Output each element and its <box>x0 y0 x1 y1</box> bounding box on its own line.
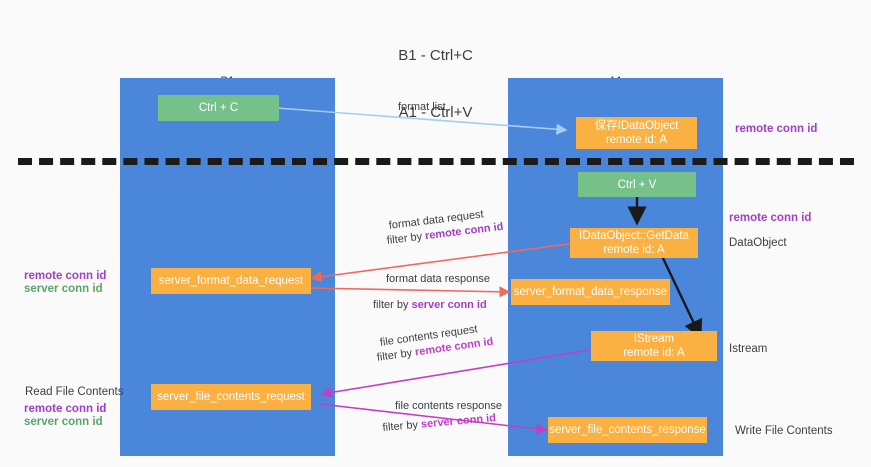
filter-prefix-2: filter by <box>373 299 412 311</box>
edge-label-format-data-response-filter: filter by server conn id <box>373 298 487 312</box>
node-save-idataobject[interactable]: 保存IDataObject remote id: A <box>576 117 697 149</box>
annotation-left-remote-conn-id: remote conn id <box>24 270 107 282</box>
node-ctrl-c[interactable]: Ctrl + C <box>158 95 279 121</box>
node-server-format-data-request[interactable]: server_format_data_request <box>151 268 311 294</box>
annotation-istream: Istream <box>729 343 768 355</box>
edge-label-file-contents-response-filter: filter by server conn id <box>382 411 497 435</box>
node-istream-line-2: remote id: A <box>623 347 685 359</box>
node-idataobject-getdata[interactable]: IDataObject::GetData remote id: A <box>570 228 698 258</box>
filter-prefix-3: filter by <box>376 346 416 364</box>
node-idataobject-getdata-line-1: IDataObject::GetData <box>579 230 689 242</box>
node-server-file-contents-request-label: server_file_contents_request <box>157 391 305 403</box>
node-server-file-contents-response[interactable]: server_file_contents_response <box>548 417 707 443</box>
node-idataobject-getdata-line-2: remote id: A <box>603 244 665 256</box>
node-save-idataobject-line-1: 保存IDataObject <box>594 120 679 132</box>
node-server-file-contents-request[interactable]: server_file_contents_request <box>151 384 311 410</box>
annotation-left-server-conn-id: server conn id <box>24 283 103 295</box>
node-istream-line-1: IStream <box>633 333 675 345</box>
node-istream[interactable]: IStream remote id: A <box>591 331 717 361</box>
node-server-format-data-response-label: server_format_data_response <box>513 286 668 298</box>
filter-prefix-4: filter by <box>382 418 422 434</box>
edge-label-file-contents-response: file contents response <box>395 400 503 412</box>
annotation-read-file-contents: Read File Contents <box>25 386 124 398</box>
node-server-file-contents-response-label: server_file_contents_response <box>549 424 706 436</box>
edge-label-format-list: format list <box>398 101 446 113</box>
node-server-format-data-request-label: server_format_data_request <box>158 275 304 287</box>
annotation-left-server-conn-id-2: server conn id <box>24 416 103 428</box>
edge-format-data-response <box>309 286 511 298</box>
annotation-remote-conn-id-top: remote conn id <box>735 123 818 135</box>
annotation-dataobject: DataObject <box>729 237 787 249</box>
annotation-write-file-contents: Write File Contents <box>735 425 833 437</box>
title-line-1: B1 - Ctrl+C <box>398 47 473 64</box>
node-ctrl-c-label: Ctrl + C <box>198 102 239 114</box>
node-save-idataobject-line-2: remote id: A <box>605 134 668 146</box>
node-server-format-data-response[interactable]: server_format_data_response <box>511 279 670 305</box>
filter-value-4: server conn id <box>420 412 497 431</box>
annotation-remote-conn-id-mid: remote conn id <box>729 212 812 224</box>
phase-divider <box>18 158 854 165</box>
filter-prefix-1: filter by <box>386 230 426 247</box>
filter-value-2: server conn id <box>411 299 487 311</box>
node-ctrl-v-label: Ctrl + V <box>617 178 657 191</box>
node-ctrl-v[interactable]: Ctrl + V <box>578 172 696 197</box>
edge-label-format-data-response: format data response <box>386 273 490 285</box>
annotation-left-remote-conn-id-2: remote conn id <box>24 403 107 415</box>
